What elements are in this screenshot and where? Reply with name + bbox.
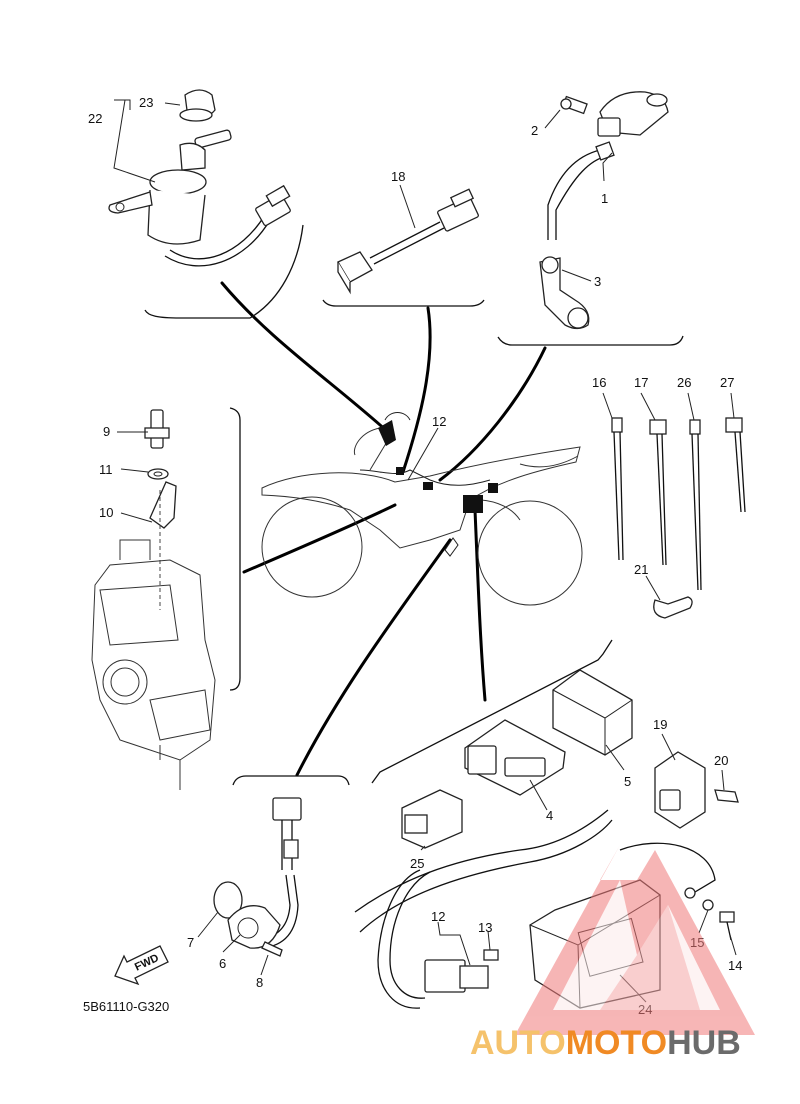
part-number-5: 5: [624, 774, 631, 789]
part-number-11: 11: [99, 462, 113, 477]
svg-text:AUTOMOTOHUB: AUTOMOTOHUB: [470, 1024, 741, 1062]
part-number-20: 20: [714, 753, 728, 768]
diagram-code: 5B61110-G320: [83, 999, 169, 1014]
part-number-27: 27: [720, 375, 734, 390]
part-number-1: 1: [601, 191, 608, 206]
sensor-assembly: [213, 797, 302, 957]
part-number-14: 14: [728, 958, 742, 973]
part-number-23: 23: [139, 95, 153, 110]
part-number-3: 3: [594, 274, 601, 289]
part-number-10: 10: [99, 505, 113, 520]
watermark-text-hub: HUB: [667, 1024, 741, 1062]
number-leaders: [117, 109, 737, 1003]
part-number-22: 22: [88, 111, 102, 126]
leader-lines: [220, 281, 547, 777]
part-number-9: 9: [103, 424, 110, 439]
part-number-18: 18: [391, 169, 405, 184]
carburetor-assembly: [91, 409, 216, 790]
part-number-13: 13: [478, 920, 492, 935]
part-number-6: 6: [219, 956, 226, 971]
electrical-components: [401, 669, 739, 849]
fwd-arrow: FWD: [114, 945, 169, 986]
watermark-triangle-icon: [515, 845, 755, 1035]
motorcycle-silhouette: [261, 412, 583, 606]
part-number-21: 21: [634, 562, 648, 577]
part-number-17: 17: [634, 375, 648, 390]
part-number-19: 19: [653, 717, 667, 732]
part-number-25: 25: [410, 856, 424, 871]
group-brackets: [144, 224, 684, 786]
watermark-text-auto: AUTO: [470, 1024, 566, 1062]
main-switch-assembly: [108, 89, 291, 267]
lead-wire-assembly: [337, 184, 479, 295]
part-number-12-bottom: 12: [431, 909, 445, 924]
cable-ties: [611, 417, 746, 619]
part-number-2: 2: [531, 123, 538, 138]
part-number-8: 8: [256, 975, 263, 990]
part-number-26: 26: [677, 375, 691, 390]
ignition-coil-assembly: [539, 91, 669, 330]
watermark-text-moto: MOTO: [566, 1024, 667, 1062]
part-number-4: 4: [546, 808, 553, 823]
part-number-16: 16: [592, 375, 606, 390]
watermark-logo: AUTOMOTOHUB: [470, 845, 755, 1062]
part-number-7: 7: [187, 935, 194, 950]
part-number-12-top: 12: [432, 414, 446, 429]
